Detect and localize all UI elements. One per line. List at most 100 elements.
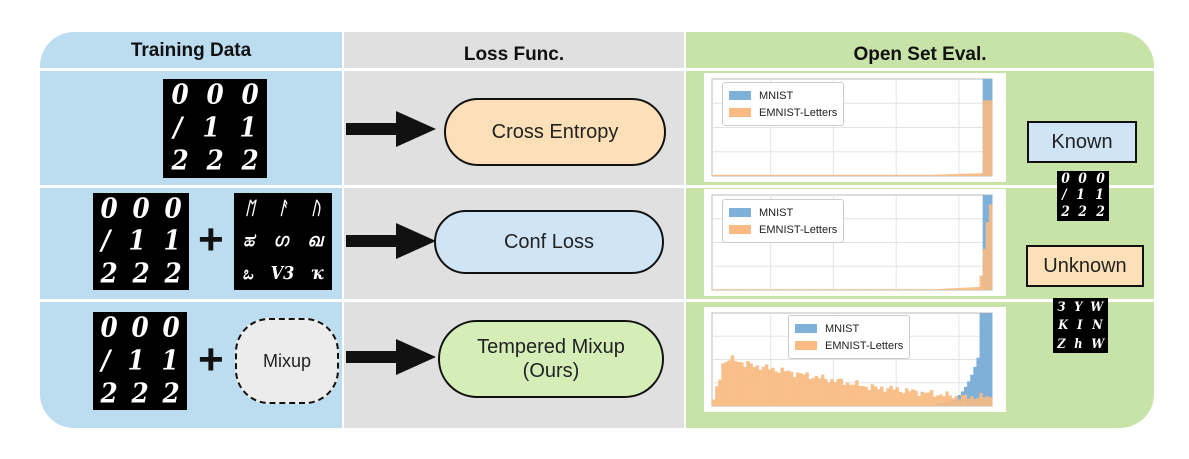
chart-legend: MNIST EMNIST-Letters [722,199,845,243]
bar-emnist [814,289,819,290]
bar-emnist [908,289,912,290]
bar-emnist [951,398,956,406]
sample-glyph: 1 [161,345,179,377]
bar-emnist [820,289,825,290]
bar-emnist [839,174,844,176]
bar-emnist [855,289,859,290]
bar-emnist [777,372,781,406]
bar-emnist [771,174,775,176]
bar-emnist [755,289,760,290]
bar-emnist [827,289,831,290]
sample-glyph: Z [1057,336,1066,352]
sample-glyph: ᛖ [245,198,256,220]
bar-emnist [811,289,816,290]
bar-emnist [880,386,884,406]
legend-label-emnist: EMNIST-Letters [759,106,838,119]
bar-emnist [786,174,791,176]
bar-emnist [789,371,794,406]
bar-emnist [764,174,769,176]
bar-emnist [951,288,956,290]
bar-emnist [883,174,887,176]
loss-sublabel: (Ours) [522,360,580,382]
bar-emnist [942,288,946,290]
bar-emnist [873,289,878,290]
bar-emnist [960,287,965,290]
bar-emnist [783,371,788,406]
bar-emnist [867,174,872,176]
bar-emnist [988,100,993,176]
bar-emnist [926,392,931,406]
bar-emnist [811,377,816,406]
bar-emnist [936,395,940,406]
sample-glyph: 1 [162,225,181,258]
sample-glyph: 1 [127,345,145,377]
bar-emnist [827,174,831,176]
bar-mnist [988,313,993,406]
bar-emnist [727,174,732,176]
bar-emnist [964,173,968,176]
bar-emnist [985,222,990,290]
loss-label: Tempered Mixup [477,336,625,358]
bar-emnist [730,355,735,406]
bar-emnist [721,174,725,176]
sample-glyph: V3 [270,263,295,285]
loss-conf-loss: Conf Loss [434,210,664,274]
sample-glyph: 0 [171,79,189,112]
header-loss-func: Loss Func. [463,44,565,65]
bar-emnist [852,384,856,406]
bar-emnist [824,289,828,290]
sample-glyph: 2 [1061,204,1070,221]
legend-swatch-emnist [795,341,817,350]
bar-mnist [982,195,987,290]
bar-emnist [988,397,993,406]
bar-emnist [951,174,956,176]
bar-emnist [920,391,924,406]
sample-glyph: / [172,112,182,145]
bar-emnist [960,395,965,406]
bar-emnist [979,275,984,290]
bar-emnist [917,174,921,176]
bar-emnist [808,378,812,406]
bar-emnist [780,289,784,290]
bar-emnist [718,289,722,290]
bar-emnist [876,289,881,290]
bar-emnist [957,399,962,406]
sample-glyph: 2 [132,257,150,290]
bar-emnist [988,204,993,290]
bar-emnist [985,100,990,176]
bar-emnist [774,289,778,290]
bar-emnist [836,289,840,290]
bar-emnist [768,369,772,406]
bar-emnist [932,289,937,290]
bar-emnist [926,289,931,290]
sample-glyph: 2 [131,377,149,410]
legend-label-mnist: MNIST [825,322,860,335]
bar-emnist [718,174,722,176]
bar-emnist [967,173,971,176]
bar-emnist [712,399,716,406]
bar-emnist [808,174,812,176]
bar-emnist [839,289,844,290]
bar-emnist [820,174,825,176]
bar-emnist [973,287,977,290]
bar-emnist [755,365,760,406]
sample-glyph: ಒ [242,263,254,285]
bar-emnist [970,396,974,406]
bar-emnist [783,289,788,290]
bar-emnist [811,174,816,176]
sample-glyph: 0 [206,79,224,112]
legend-label-mnist: MNIST [759,206,794,219]
bar-emnist [864,386,868,406]
bar-emnist [901,289,906,290]
bar-emnist [786,289,791,290]
bar-emnist [715,174,719,176]
bar-emnist [967,398,971,406]
sample-glyph: 0 [100,193,118,225]
bar-emnist [721,289,725,290]
chart-legend: MNIST EMNIST-Letters [722,82,845,126]
bar-emnist [842,289,847,290]
bar-emnist [764,289,769,290]
row-divider [40,185,1154,188]
bar-emnist [873,386,878,406]
bar-emnist [898,174,903,176]
